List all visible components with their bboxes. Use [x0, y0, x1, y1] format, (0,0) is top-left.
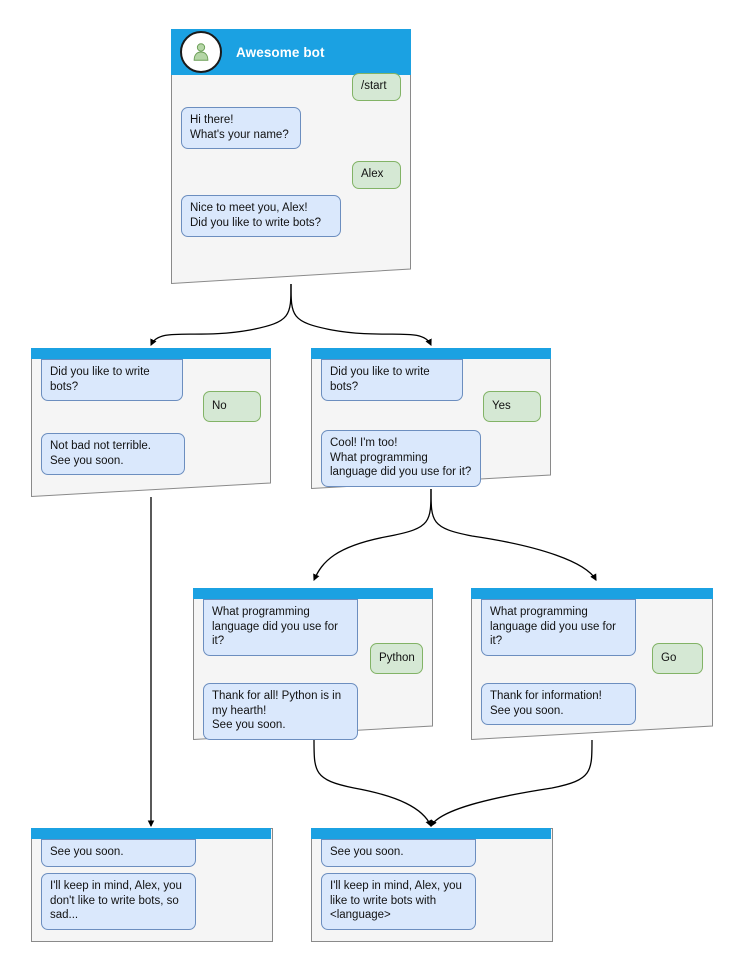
- card-end-sad[interactable]: See you soon. I'll keep in mind, Alex, y…: [31, 828, 273, 942]
- message-bubble-bot: Did you like to write bots?: [321, 359, 463, 401]
- message-bubble-bot: Hi there! What's your name?: [181, 107, 301, 149]
- message-bubble-bot: See you soon.: [41, 839, 196, 867]
- edge-root-to-yes: [290, 283, 432, 346]
- message-bubble-bot: Not bad not terrible. See you soon.: [41, 433, 185, 475]
- card-branch-go[interactable]: What programming language did you use fo…: [471, 588, 713, 740]
- edge-yes-to-go: [430, 488, 597, 581]
- card-end-happy[interactable]: See you soon. I'll keep in mind, Alex, y…: [311, 828, 553, 942]
- message-bubble-bot: Cool! I'm too! What programming language…: [321, 430, 481, 487]
- message-bubble-user: Yes: [483, 391, 541, 422]
- bot-name-label: Awesome bot: [236, 44, 325, 60]
- message-bubble-bot: I'll keep in mind, Alex, you don't like …: [41, 873, 196, 930]
- card-root[interactable]: Awesome bot /start Hi there! What's your…: [171, 29, 411, 284]
- card-branch-go-header: [471, 588, 713, 599]
- card-end-sad-header: [31, 828, 271, 839]
- person-icon: [193, 43, 209, 61]
- card-branch-python[interactable]: What programming language did you use fo…: [193, 588, 433, 740]
- card-branch-yes-header: [311, 348, 551, 359]
- message-bubble-bot: Did you like to write bots?: [41, 359, 183, 401]
- message-bubble-bot: I'll keep in mind, Alex, you like to wri…: [321, 873, 476, 930]
- edge-root-to-no: [150, 283, 292, 346]
- edge-python-to-end-happy: [313, 739, 432, 827]
- message-bubble-user: /start: [352, 73, 401, 101]
- message-bubble-bot: Thank for information! See you soon.: [481, 683, 636, 725]
- message-bubble-user: Alex: [352, 161, 401, 189]
- card-branch-no-header: [31, 348, 271, 359]
- card-branch-yes[interactable]: Did you like to write bots? Yes Cool! I'…: [311, 348, 551, 489]
- card-root-header: Awesome bot: [171, 29, 411, 75]
- message-bubble-user: No: [203, 391, 261, 422]
- message-bubble-user: Python: [370, 643, 423, 674]
- card-end-happy-header: [311, 828, 551, 839]
- message-bubble-bot: Nice to meet you, Alex! Did you like to …: [181, 195, 341, 237]
- message-bubble-bot: See you soon.: [321, 839, 476, 867]
- edge-yes-to-python: [313, 488, 432, 581]
- message-bubble-bot: What programming language did you use fo…: [203, 599, 358, 656]
- card-branch-no[interactable]: Did you like to write bots? No Not bad n…: [31, 348, 271, 497]
- message-bubble-user: Go: [652, 643, 703, 674]
- card-branch-python-header: [193, 588, 433, 599]
- message-bubble-bot: Thank for all! Python is in my hearth! S…: [203, 683, 358, 740]
- avatar: [180, 31, 222, 73]
- edge-go-to-end-happy: [430, 739, 593, 827]
- message-bubble-bot: What programming language did you use fo…: [481, 599, 636, 656]
